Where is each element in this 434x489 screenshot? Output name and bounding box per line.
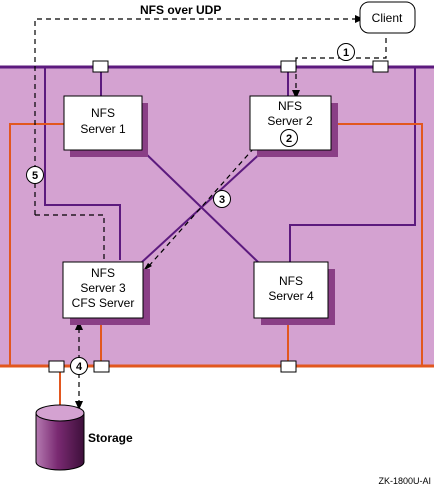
step-marker-5: 5 bbox=[26, 166, 44, 184]
nfs-server-2: NFS Server 2 bbox=[249, 95, 338, 157]
step-1-label: 1 bbox=[343, 47, 349, 59]
nfs-server-4: NFS Server 4 bbox=[253, 261, 335, 325]
server-4-line1: NFS bbox=[279, 274, 303, 288]
storage-label: Storage bbox=[88, 431, 133, 445]
step-marker-1: 1 bbox=[337, 43, 355, 61]
step-4-label: 4 bbox=[76, 361, 83, 373]
server-3-line2: Server 3 bbox=[80, 281, 126, 295]
client-label: Client bbox=[372, 11, 403, 25]
nfs-server-1: NFS Server 1 bbox=[63, 95, 148, 157]
step-marker-3: 3 bbox=[213, 190, 231, 208]
network-adapters bbox=[48, 60, 389, 373]
server-4-line2: Server 4 bbox=[268, 289, 314, 303]
server-3-line1: NFS bbox=[91, 266, 115, 280]
storage-disk-icon bbox=[35, 404, 85, 471]
server-2-line1: NFS bbox=[278, 99, 302, 113]
server-1-line1: NFS bbox=[91, 106, 115, 120]
storage-links bbox=[9, 123, 423, 405]
figure-code: ZK-1800U-AI bbox=[378, 476, 431, 486]
server-1-line2: Server 1 bbox=[80, 122, 126, 136]
step-marker-4: 4 bbox=[70, 357, 88, 375]
server-2-line2: Server 2 bbox=[267, 114, 313, 128]
diagram-title: NFS over UDP bbox=[140, 3, 221, 17]
step-3-label: 3 bbox=[219, 194, 225, 206]
server-3-line3: CFS Server bbox=[72, 296, 135, 310]
step-marker-2: 2 bbox=[280, 129, 298, 147]
step-2-label: 2 bbox=[286, 133, 292, 145]
step-5-label: 5 bbox=[32, 170, 38, 182]
nfs-server-3: NFS Server 3 CFS Server bbox=[62, 261, 150, 325]
client-node: Client bbox=[359, 1, 416, 34]
